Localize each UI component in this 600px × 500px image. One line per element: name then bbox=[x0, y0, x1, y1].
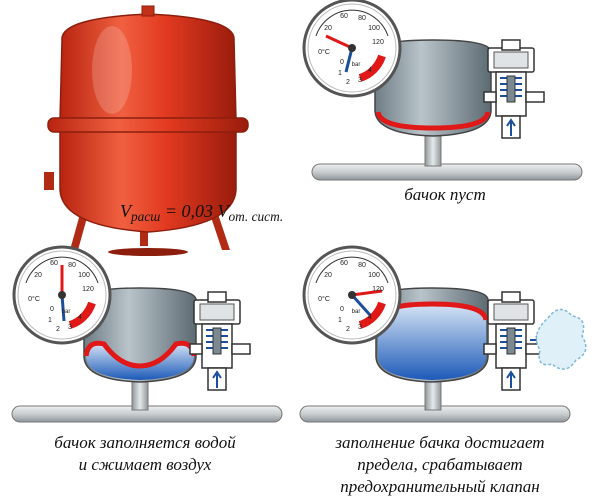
gauge-temp-tick: 100 bbox=[368, 272, 380, 279]
gauge-temp-tick: 80 bbox=[68, 262, 76, 269]
temperature-needle bbox=[351, 289, 383, 297]
gauge-pressure-tick: 0 bbox=[340, 306, 344, 313]
gauge-temp-tick: 60 bbox=[50, 260, 58, 267]
tank-connector bbox=[131, 377, 149, 411]
safety-valve bbox=[189, 291, 251, 391]
gauge-pressure-tick: 0 bbox=[340, 59, 344, 66]
pressure-gauge bbox=[304, 247, 400, 343]
caption-line: предохранительный клапан bbox=[340, 477, 540, 496]
gauge-pressure-unit: bar bbox=[62, 309, 71, 315]
panel-tank-filling bbox=[12, 247, 283, 423]
gauge-temp-tick: 100 bbox=[368, 25, 380, 32]
membrane bbox=[83, 340, 197, 369]
gauge-temp-tick: 60 bbox=[340, 13, 348, 20]
formula-v: V bbox=[120, 201, 131, 221]
gauge-pressure-tick: 1 bbox=[48, 317, 52, 324]
caption-tank-limit: заполнение бачка достигает предела, сраб… bbox=[290, 432, 590, 498]
gauge-pressure-tick: 1 bbox=[338, 70, 342, 77]
gauge-pressure-unit: bar bbox=[352, 309, 361, 315]
gauge-pressure-tick: 2 bbox=[56, 326, 60, 333]
caption-tank-filling: бачок заполняется водой и сжимает воздух bbox=[10, 432, 280, 476]
gauge-temp-unit: 0°C bbox=[318, 295, 330, 303]
caption-line: бачок заполняется водой bbox=[54, 433, 236, 452]
pressure-needle bbox=[60, 294, 66, 322]
gauge-temp-tick: 80 bbox=[358, 15, 366, 22]
gauge-temp-tick: 100 bbox=[78, 272, 90, 279]
membrane-tank bbox=[375, 287, 489, 383]
gauge-temp-tick: 120 bbox=[372, 286, 384, 293]
pressure-gauge bbox=[304, 0, 400, 96]
water bbox=[86, 343, 194, 380]
gauge-temp-tick: 120 bbox=[82, 286, 94, 293]
gauge-temp-unit: 0°C bbox=[28, 295, 40, 303]
gauge-pressure-tick: 4 bbox=[368, 67, 372, 74]
safety-valve bbox=[483, 39, 545, 139]
pressure-needle bbox=[344, 47, 354, 73]
gauge-pressure-tick: 1 bbox=[338, 317, 342, 324]
formula-sub-system: от. сист. bbox=[228, 209, 284, 225]
membrane bbox=[375, 111, 491, 131]
caption-line: заполнение бачка достигает bbox=[335, 433, 545, 452]
gauge-pressure-tick: 4 bbox=[368, 314, 372, 321]
caption-line: бачок пуст bbox=[404, 185, 486, 204]
gauge-temp-tick: 120 bbox=[372, 39, 384, 46]
gauge-pressure-tick: 3 bbox=[358, 77, 362, 84]
tank-rim bbox=[47, 117, 249, 133]
pressure-gauge bbox=[14, 247, 110, 343]
safety-valve bbox=[483, 291, 545, 391]
expansion-tank-illustration bbox=[44, 5, 249, 256]
gauge-temp-tick: 20 bbox=[324, 25, 332, 32]
membrane-tank bbox=[83, 287, 197, 383]
gauge-pressure-tick: 2 bbox=[346, 326, 350, 333]
gauge-temp-tick: 80 bbox=[358, 262, 366, 269]
gauge-temp-tick: 20 bbox=[34, 272, 42, 279]
formula-equals: = 0,03 bbox=[160, 201, 218, 221]
caption-line: предела, срабатывает bbox=[357, 455, 523, 474]
gauge-temp-tick: 60 bbox=[340, 260, 348, 267]
tank-connector bbox=[424, 377, 442, 411]
formula-sub-expansion: расш bbox=[131, 209, 161, 225]
gauge-pressure-tick: 4 bbox=[78, 314, 82, 321]
gauge-pressure-tick: 2 bbox=[346, 79, 350, 86]
temperature-needle bbox=[325, 34, 353, 50]
gauge-pressure-tick: 3 bbox=[68, 324, 72, 331]
panel-tank-empty bbox=[304, 0, 583, 181]
pressure-needle bbox=[350, 293, 372, 317]
formula: Vрасш = 0,03 Vот. сист. bbox=[120, 200, 283, 228]
gauge-pressure-unit: bar bbox=[352, 62, 361, 68]
steam-cloud bbox=[535, 308, 587, 370]
gauge-pressure-tick: 0 bbox=[50, 306, 54, 313]
formula-v2: V bbox=[217, 201, 229, 221]
panel-tank-limit bbox=[299, 247, 587, 423]
gauge-temp-tick: 20 bbox=[324, 272, 332, 279]
gauge-pressure-tick: 3 bbox=[358, 324, 362, 331]
water bbox=[378, 304, 486, 380]
caption-tank-empty: бачок пуст bbox=[370, 184, 520, 206]
supply-pipe bbox=[311, 163, 583, 181]
gauge-temp-unit: 0°C bbox=[318, 48, 330, 56]
caption-line: и сжимает воздух bbox=[78, 455, 212, 474]
